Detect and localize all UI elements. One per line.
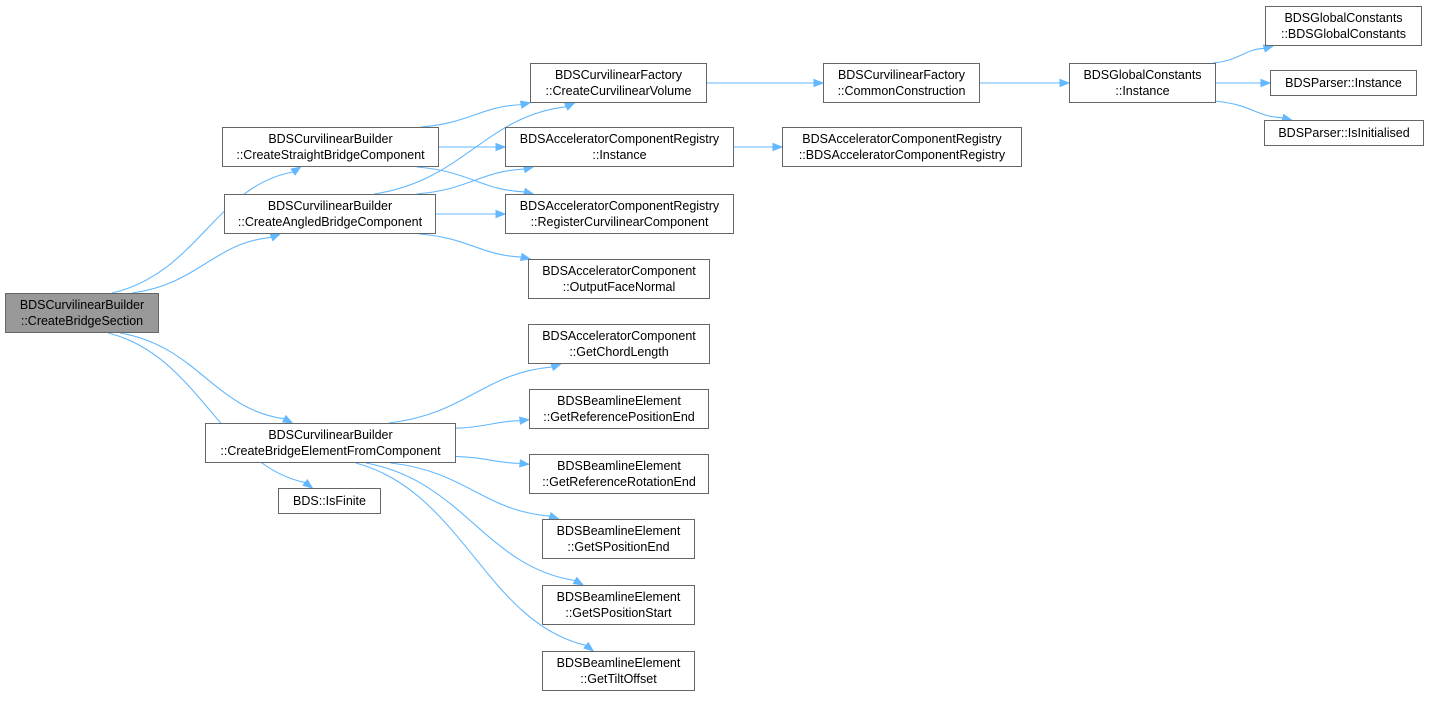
edge-root-cbefc bbox=[120, 332, 285, 420]
edge-cbefc-gspe bbox=[390, 462, 551, 517]
node-label-class: BDSAcceleratorComponentRegistry bbox=[802, 132, 1002, 146]
node-label-class: BDSBeamlineElement bbox=[556, 656, 681, 670]
edge-arrowhead-cabc-acrr bbox=[495, 209, 507, 219]
node-bds-is-finite[interactable]: BDS::IsFinite bbox=[278, 488, 381, 514]
node-global-constants-instance[interactable]: BDSGlobalConstants ::Instance bbox=[1069, 63, 1216, 103]
node-get-chord-length[interactable]: BDSAcceleratorComponent ::GetChordLength bbox=[528, 324, 710, 364]
node-create-bridge-section: BDSCurvilinearBuilder ::CreateBridgeSect… bbox=[5, 293, 159, 333]
node-label-method: ::GetSPositionStart bbox=[565, 606, 672, 620]
edge-cabc-ofn bbox=[418, 233, 522, 258]
edge-cbefc-gto bbox=[355, 462, 587, 646]
edge-arrowhead-root-cabc bbox=[269, 233, 282, 242]
edge-arrowhead-root-csbc bbox=[290, 166, 302, 176]
node-label: BDS::IsFinite bbox=[293, 494, 366, 508]
node-get-reference-position-end[interactable]: BDSBeamlineElement ::GetReferencePositio… bbox=[529, 389, 709, 429]
edge-cbefc-grpe bbox=[455, 420, 521, 429]
edge-arrowhead-gci-pinst bbox=[1260, 78, 1272, 88]
node-label-class: BDSBeamlineElement bbox=[556, 590, 681, 604]
node-create-bridge-element-from-component[interactable]: BDSCurvilinearBuilder ::CreateBridgeElem… bbox=[205, 423, 456, 463]
node-common-construction[interactable]: BDSCurvilinearFactory ::CommonConstructi… bbox=[823, 63, 980, 103]
node-label-method: ::GetReferenceRotationEnd bbox=[542, 475, 696, 489]
node-global-constants-constructor[interactable]: BDSGlobalConstants ::BDSGlobalConstants bbox=[1265, 6, 1422, 46]
node-label: BDSParser::IsInitialised bbox=[1278, 126, 1410, 140]
edge-root-csbc bbox=[111, 171, 294, 294]
edge-cbefc-gsps bbox=[365, 462, 576, 582]
node-create-straight-bridge-component[interactable]: BDSCurvilinearBuilder ::CreateStraightBr… bbox=[222, 127, 439, 167]
node-label-method: ::GetSPositionEnd bbox=[567, 540, 670, 554]
node-label-method: ::Instance bbox=[1115, 84, 1170, 98]
edge-arrowhead-ccv-cc bbox=[813, 78, 825, 88]
node-label-method: ::OutputFaceNormal bbox=[562, 280, 676, 294]
node-output-face-normal[interactable]: BDSAcceleratorComponent ::OutputFaceNorm… bbox=[528, 259, 710, 299]
node-label-class: BDSCurvilinearBuilder bbox=[19, 298, 145, 312]
edge-arrowhead-cbefc-gcl bbox=[550, 363, 563, 372]
edge-arrowhead-cabc-ofn bbox=[519, 252, 532, 262]
edge-csbc-ccv bbox=[420, 104, 522, 128]
node-label-method: ::GetReferencePositionEnd bbox=[543, 410, 695, 424]
node-label-method: ::CreateBridgeElementFromComponent bbox=[220, 444, 441, 458]
node-parser-is-initialised[interactable]: BDSParser::IsInitialised bbox=[1264, 120, 1424, 146]
node-label-method: ::CreateCurvilinearVolume bbox=[545, 84, 692, 98]
node-label-method: ::CommonConstruction bbox=[837, 84, 966, 98]
node-label-method: ::Instance bbox=[592, 148, 647, 162]
edge-cabc-acri bbox=[416, 168, 525, 195]
edge-arrowhead-cbefc-gto bbox=[583, 641, 595, 652]
node-label-class: BDSCurvilinearBuilder bbox=[268, 428, 393, 442]
node-label-class: BDSBeamlineElement bbox=[557, 459, 681, 473]
edge-arrowhead-cabc-ccv bbox=[564, 102, 576, 111]
node-register-curvilinear-component[interactable]: BDSAcceleratorComponentRegistry ::Regist… bbox=[505, 194, 734, 234]
edge-cbefc-gcl bbox=[388, 366, 553, 424]
edge-cabc-ccv bbox=[373, 106, 567, 195]
edge-arrowhead-root-isfin bbox=[302, 478, 314, 489]
node-label-class: BDSBeamlineElement bbox=[556, 524, 681, 538]
node-label-class: BDSAcceleratorComponent bbox=[542, 264, 696, 278]
node-get-reference-rotation-end[interactable]: BDSBeamlineElement ::GetReferenceRotatio… bbox=[529, 454, 709, 494]
edge-arrowhead-acri-acrc bbox=[772, 142, 784, 152]
edge-arrowhead-root-cbefc bbox=[281, 414, 294, 424]
edge-arrowhead-gci-gcc bbox=[1262, 44, 1275, 53]
edge-root-isfin bbox=[108, 332, 306, 484]
node-get-s-position-start[interactable]: BDSBeamlineElement ::GetSPositionStart bbox=[542, 585, 695, 625]
node-label-method: ::GetChordLength bbox=[569, 345, 669, 359]
node-label-method: ::CreateBridgeSection bbox=[20, 314, 144, 328]
edge-arrowhead-cbefc-gsps bbox=[572, 576, 585, 586]
node-label-method: ::BDSGlobalConstants bbox=[1280, 27, 1407, 41]
node-label-method: ::RegisterCurvilinearComponent bbox=[530, 215, 709, 229]
node-create-angled-bridge-component[interactable]: BDSCurvilinearBuilder ::CreateAngledBrid… bbox=[224, 194, 436, 234]
node-label-class: BDSCurvilinearFactory bbox=[837, 68, 966, 82]
edge-arrowhead-cbefc-grre bbox=[519, 459, 531, 468]
edge-root-cabc bbox=[132, 236, 272, 294]
edge-gci-gcc bbox=[1212, 47, 1265, 64]
node-label-class: BDSAcceleratorComponentRegistry bbox=[519, 132, 720, 146]
edge-cbefc-grre bbox=[455, 455, 521, 464]
node-label-class: BDSCurvilinearBuilder bbox=[268, 132, 393, 146]
node-get-s-position-end[interactable]: BDSBeamlineElement ::GetSPositionEnd bbox=[542, 519, 695, 559]
node-label-class: BDSAcceleratorComponentRegistry bbox=[519, 199, 720, 213]
node-get-tilt-offset[interactable]: BDSBeamlineElement ::GetTiltOffset bbox=[542, 651, 695, 691]
node-label-method: ::CreateStraightBridgeComponent bbox=[236, 148, 425, 162]
node-label-method: ::CreateAngledBridgeComponent bbox=[237, 215, 423, 229]
node-registry-constructor[interactable]: BDSAcceleratorComponentRegistry ::BDSAcc… bbox=[782, 127, 1022, 167]
node-label: BDSParser::Instance bbox=[1285, 76, 1402, 90]
node-label-class: BDSBeamlineElement bbox=[557, 394, 681, 408]
edge-arrowhead-cc-gci bbox=[1059, 78, 1071, 88]
node-label-class: BDSCurvilinearFactory bbox=[554, 68, 683, 82]
node-label-class: BDSAcceleratorComponent bbox=[542, 329, 696, 343]
node-label-class: BDSCurvilinearBuilder bbox=[267, 199, 393, 213]
edge-gci-pisi bbox=[1215, 100, 1283, 119]
node-parser-instance[interactable]: BDSParser::Instance bbox=[1270, 70, 1417, 96]
node-label-class: BDSGlobalConstants bbox=[1284, 11, 1403, 25]
node-label-class: BDSGlobalConstants bbox=[1083, 68, 1202, 82]
edge-arrowhead-csbc-ccv bbox=[519, 100, 532, 109]
node-registry-instance[interactable]: BDSAcceleratorComponentRegistry ::Instan… bbox=[505, 127, 734, 167]
edge-arrowhead-csbc-acri bbox=[495, 142, 507, 152]
edge-arrowhead-cbefc-grpe bbox=[519, 416, 531, 425]
node-label-method: ::BDSAcceleratorComponentRegistry bbox=[798, 148, 1006, 162]
node-create-curvilinear-volume[interactable]: BDSCurvilinearFactory ::CreateCurvilinea… bbox=[530, 63, 707, 103]
node-label-method: ::GetTiltOffset bbox=[580, 672, 657, 686]
